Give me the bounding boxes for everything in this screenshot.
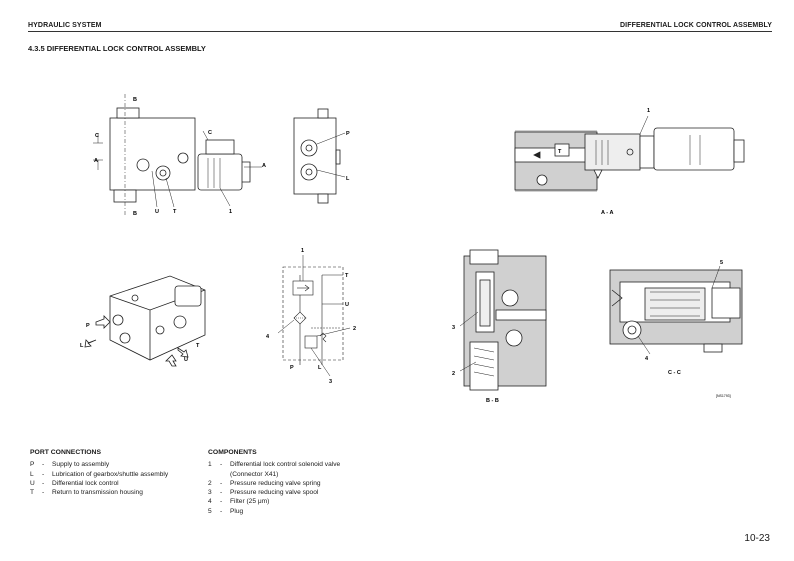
label-l-schem: L <box>318 365 322 371</box>
label-b-bottom: B <box>133 211 137 217</box>
legend-row: 3 - Pressure reducing valve spool <box>208 488 340 497</box>
section-a-a-label: A - A <box>601 210 613 216</box>
legend-key: T <box>30 489 35 497</box>
legend-sep: - <box>42 470 45 478</box>
port-connections-legend: PORT CONNECTIONS P - Supply to assembly … <box>30 448 168 497</box>
label-a-right: A <box>262 163 266 169</box>
label-1-aa: 1 <box>647 108 650 114</box>
legend-sep: - <box>220 498 223 506</box>
legend-sep: - <box>220 507 223 515</box>
label-c-right: C <box>208 130 212 136</box>
legend-text: Return to transmission housing <box>52 489 143 497</box>
label-u: U <box>155 209 159 215</box>
valve-end-view <box>293 108 346 204</box>
section-c-c-label: C - C <box>668 370 681 376</box>
label-p: P <box>346 131 350 137</box>
legend-key <box>208 470 220 479</box>
legend-row: 1 - Differential lock control solenoid v… <box>208 460 340 469</box>
header-section-name: HYDRAULIC SYSTEM <box>28 22 102 29</box>
label-2-bb: 2 <box>452 371 455 377</box>
figure-reference-code: [NS1793] <box>716 394 731 398</box>
label-a-left: A <box>94 158 98 164</box>
label-t-iso: T <box>196 343 200 349</box>
label-3-bb: 3 <box>452 325 455 331</box>
label-4-cc: 4 <box>645 356 649 362</box>
legend-row: U - Differential lock control <box>30 479 168 488</box>
label-u-iso: U <box>184 357 188 363</box>
legend-text: Pressure reducing valve spool <box>230 489 319 497</box>
legend-sep: - <box>220 461 223 469</box>
legend-text: Pressure reducing valve spring <box>230 479 321 487</box>
valve-isometric-view <box>84 275 206 367</box>
section-b-b <box>459 249 547 391</box>
label-1-schem: 1 <box>301 248 304 254</box>
figure-labels: B B C C A A U T 1 P L 1 T A - A P L T U … <box>80 97 731 404</box>
section-c-c <box>609 265 743 355</box>
port-connections-title: PORT CONNECTIONS <box>30 449 101 456</box>
label-p-iso: P <box>86 323 90 329</box>
label-t-aa: T <box>558 149 562 155</box>
legend-row: 4 - Filter (25 μm) <box>208 497 340 506</box>
label-5-cc: 5 <box>720 260 723 266</box>
legend-key: 2 <box>208 479 212 487</box>
label-b-top: B <box>133 97 137 103</box>
legend-text: Lubrication of gearbox/shuttle assembly <box>52 470 169 478</box>
legend-key: 1 <box>208 461 212 469</box>
legend-text: Supply to assembly <box>52 461 110 469</box>
legend-key: 5 <box>208 507 212 515</box>
legend-key: 3 <box>208 489 212 497</box>
legend-text: Filter (25 μm) <box>230 498 270 506</box>
legend-key: U <box>30 479 35 487</box>
page-number: 10-23 <box>744 533 770 544</box>
legend-row: L - Lubrication of gearbox/shuttle assem… <box>30 470 168 479</box>
legend-key: L <box>30 470 34 478</box>
legend-text: Plug <box>230 507 244 515</box>
section-b-b-label: B - B <box>486 398 499 404</box>
label-u-schem: U <box>345 302 349 308</box>
label-p-schem: P <box>290 365 294 371</box>
legend-sep: - <box>42 479 45 487</box>
valve-side-view <box>93 94 262 216</box>
label-t: T <box>173 209 177 215</box>
legend-text: (Connector X41) <box>230 470 279 478</box>
components-title: COMPONENTS <box>208 449 257 456</box>
legend-sep: - <box>42 461 45 469</box>
legend-row: 2 - Pressure reducing valve spring <box>208 479 340 488</box>
legend-sep: - <box>220 489 223 497</box>
label-l-iso: L <box>80 343 84 349</box>
label-1: 1 <box>229 209 232 215</box>
hydraulic-schematic <box>277 255 351 377</box>
legend-row: 5 - Plug <box>208 507 340 516</box>
legend-row: T - Return to transmission housing <box>30 488 168 497</box>
legend-row: P - Supply to assembly <box>30 460 168 469</box>
legend-sep: - <box>220 479 223 487</box>
label-c-left: C <box>95 133 99 139</box>
legend-key: 4 <box>208 498 212 506</box>
legend-key: P <box>30 461 35 469</box>
header-rule <box>28 31 772 32</box>
label-2-schem: 2 <box>353 326 356 332</box>
section-title: 4.3.5 DIFFERENTIAL LOCK CONTROL ASSEMBLY <box>28 44 206 53</box>
header-page-topic: DIFFERENTIAL LOCK CONTROL ASSEMBLY <box>620 22 772 29</box>
label-l: L <box>346 176 350 182</box>
legend-row: (Connector X41) <box>208 470 340 479</box>
label-t-schem: T <box>345 273 349 279</box>
legend-text: Differential lock control solenoid valve <box>230 461 341 469</box>
legend-text: Differential lock control <box>52 479 119 487</box>
components-legend: COMPONENTS 1 - Differential lock control… <box>208 448 340 516</box>
label-4-schem: 4 <box>266 334 270 340</box>
legend-sep <box>220 470 230 479</box>
section-a-a <box>514 115 745 192</box>
label-3-schem: 3 <box>329 379 332 385</box>
legend-sep: - <box>42 489 45 497</box>
